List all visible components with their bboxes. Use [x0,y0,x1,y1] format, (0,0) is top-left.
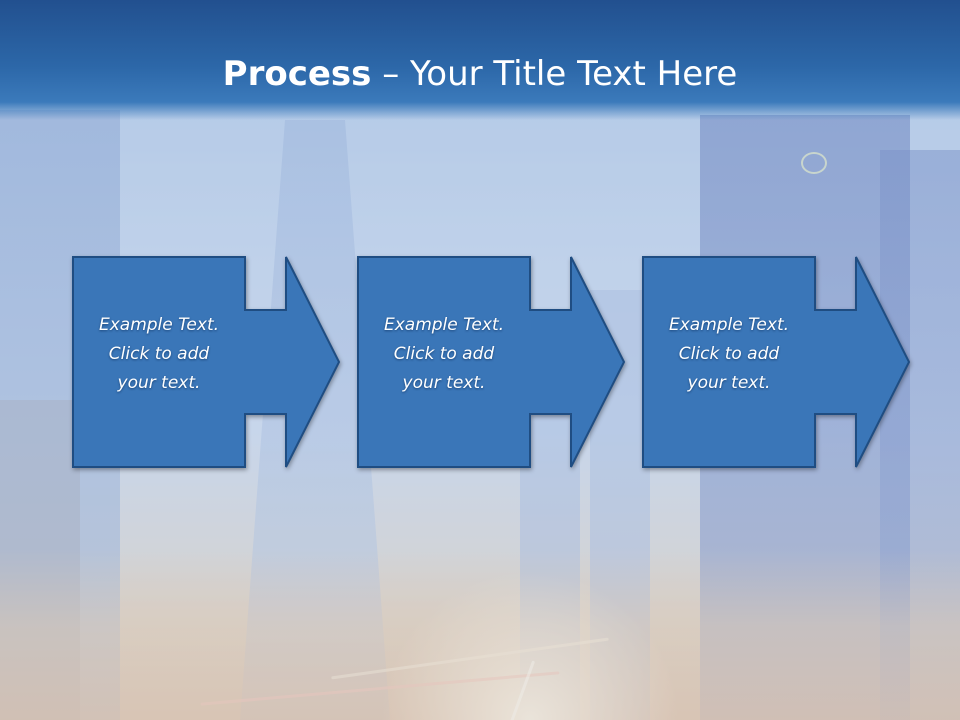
step-text[interactable]: Example Text. Click to add your text. [383,315,505,393]
slide-title[interactable]: Process – Your Title Text Here [0,54,960,94]
title-bold: Process [222,54,372,94]
step-arrow-shape [642,256,911,468]
step-text[interactable]: Example Text. Click to add your text. [668,315,790,393]
title-separator: – [371,54,411,94]
step-arrow-shape [357,256,626,468]
title-bar: Process – Your Title Text Here [0,0,960,120]
step-text[interactable]: Example Text. Click to add your text. [98,315,220,393]
step-arrow-shape [72,256,341,468]
title-rest: Your Title Text Here [410,54,738,94]
